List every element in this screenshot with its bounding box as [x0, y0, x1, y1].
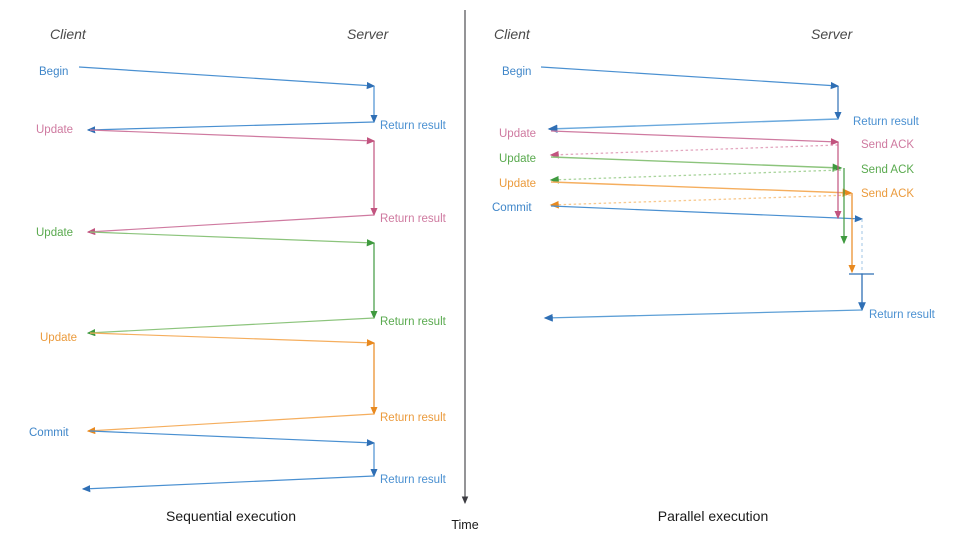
- left-server-label-1: Return result: [380, 213, 447, 225]
- msg-commit-request: [89, 430, 376, 447]
- right-client-label-3: Update: [499, 178, 536, 190]
- left-server-label-0: Return result: [380, 120, 447, 132]
- right-actor-server: Server: [811, 26, 854, 42]
- left-panel-caption: Sequential execution: [166, 508, 296, 524]
- r-msg-update2-request: [550, 156, 843, 172]
- msg-update2-return: [86, 317, 375, 337]
- r-msg-begin-request: [540, 66, 840, 90]
- left-actor-client: Client: [50, 26, 87, 42]
- right-client-label-0: Begin: [502, 66, 531, 78]
- left-panel-sequential: Client Server Begin Update Update Update…: [29, 26, 447, 524]
- r-msg-update1-request: [550, 130, 840, 146]
- right-server-label-2: Send ACK: [861, 164, 914, 176]
- right-client-label-1: Update: [499, 128, 536, 140]
- right-actor-client: Client: [494, 26, 531, 42]
- time-axis-label: Time: [451, 518, 478, 532]
- msg-commit-return: [81, 475, 375, 493]
- msg-update3-return: [86, 413, 375, 435]
- msg-update1-return: [86, 214, 375, 236]
- right-server-label-4: Return result: [869, 309, 936, 321]
- left-client-label-0: Begin: [39, 66, 68, 78]
- left-server-label-3: Return result: [380, 412, 447, 424]
- right-server-label-0: Return result: [853, 116, 920, 128]
- left-client-label-1: Update: [36, 124, 73, 136]
- left-client-label-2: Update: [36, 227, 73, 239]
- left-actor-server: Server: [347, 26, 390, 42]
- msg-update1-request: [89, 129, 376, 145]
- right-server-label-3: Send ACK: [861, 188, 914, 200]
- r-msg-update2-ack: [549, 169, 842, 184]
- r-msg-update1-ack: [549, 144, 839, 159]
- msg-update3-request: [89, 332, 376, 347]
- left-client-label-3: Update: [40, 332, 77, 344]
- right-server-label-1: Send ACK: [861, 139, 914, 151]
- right-panel-caption: Parallel execution: [658, 508, 769, 524]
- left-client-label-4: Commit: [29, 427, 69, 439]
- msg-begin-return: [86, 121, 375, 134]
- r-msg-commit-return: [543, 309, 863, 322]
- r-msg-update3-ack: [549, 194, 852, 209]
- r-msg-commit-request: [550, 205, 864, 223]
- msg-update2-request: [89, 231, 376, 247]
- r-msg-update3-request: [550, 181, 853, 197]
- left-server-label-2: Return result: [380, 316, 447, 328]
- right-client-label-4: Commit: [492, 202, 532, 214]
- msg-begin-request: [78, 66, 376, 90]
- right-panel-parallel: Client Server Begin Update Update Update…: [492, 26, 936, 524]
- r-msg-begin-return: [547, 118, 839, 133]
- right-client-label-2: Update: [499, 153, 536, 165]
- left-server-label-4: Return result: [380, 474, 447, 486]
